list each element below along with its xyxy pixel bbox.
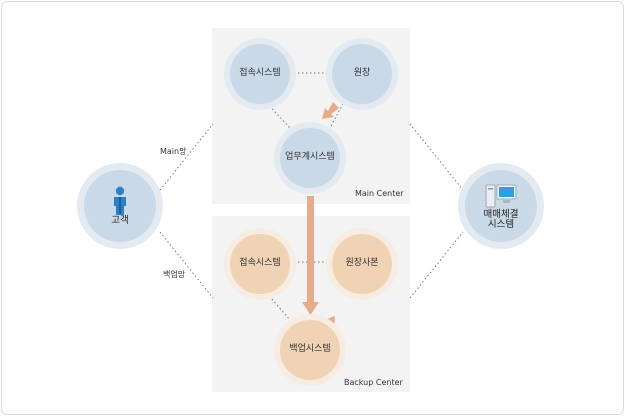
backup-network-label: 백업망 <box>163 270 186 279</box>
replication-arrow-head <box>302 302 319 315</box>
main-network-label: Main망 <box>160 147 187 156</box>
trading-system-label-line1: 매매체결 <box>483 208 519 220</box>
backup-access-system-node[interactable]: 접속시스템 <box>224 228 296 300</box>
person-icon <box>114 186 126 215</box>
link-customer-backup <box>159 231 214 299</box>
trading-system-node[interactable]: 매매체결 시스템 <box>458 163 544 249</box>
replication-arrow-shaft <box>307 196 314 304</box>
main-wonjang-node[interactable]: 원장 <box>326 38 398 110</box>
main-arrow <box>322 102 339 119</box>
main-access-system-label: 접속시스템 <box>239 68 281 79</box>
backup-system-label: 백업시스템 <box>289 344 331 355</box>
customer-label: 고객 <box>111 214 129 226</box>
main-access-system-node[interactable]: 접속시스템 <box>224 38 296 110</box>
link-backup-access-system <box>263 289 291 321</box>
customer-node[interactable]: 고객 <box>77 163 163 249</box>
main-business-system-node[interactable]: 업무계시스템 <box>274 122 346 194</box>
backup-center-label: Backup Center <box>344 378 403 387</box>
computer-icon <box>485 184 517 207</box>
backup-wonjang-copy-label: 원장사본 <box>345 258 379 269</box>
main-wonjang-label: 원장 <box>353 68 371 79</box>
link-customer-main <box>159 123 214 191</box>
link-main-trading <box>409 123 464 191</box>
backup-access-system-label: 접속시스템 <box>239 258 281 269</box>
backup-wonjang-copy-node[interactable]: 원장사본 <box>326 228 398 300</box>
link-backup-trading <box>409 231 464 299</box>
backup-system-node[interactable]: 백업시스템 <box>274 314 346 386</box>
main-center-label: Main Center <box>355 189 404 198</box>
trading-system-label-line2: 시스템 <box>487 219 515 230</box>
main-business-system-label: 업무계시스템 <box>285 152 335 163</box>
